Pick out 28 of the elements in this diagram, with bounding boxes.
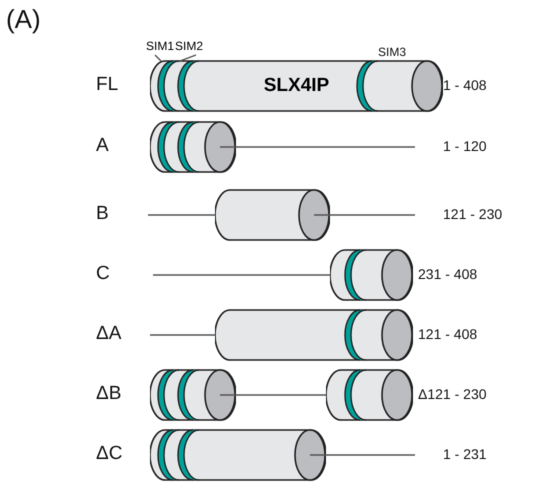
construct-name: B (96, 203, 109, 226)
residue-range: 231 - 408 (418, 266, 478, 283)
construct-name: ΔC (96, 443, 122, 466)
leader-line (154, 54, 162, 62)
construct-name: ΔB (96, 383, 122, 406)
residue-range: 121 - 408 (418, 326, 478, 343)
linker-line (310, 454, 415, 456)
residue-range: 1 - 120 (443, 138, 487, 155)
motif-label: SIM3 (378, 45, 406, 60)
residue-range: 1 - 231 (443, 446, 487, 463)
residue-range: 121 - 230 (443, 206, 502, 223)
panel-label: (A) (6, 4, 41, 36)
linker-line (314, 214, 415, 216)
motif-label: SIM2 (175, 39, 204, 54)
construct-name: A (96, 135, 109, 158)
linker-line (220, 146, 415, 148)
linker-line (150, 334, 215, 336)
residue-range: Δ121 - 230 (418, 386, 487, 403)
leader-line (180, 54, 196, 62)
construct-name: C (96, 263, 110, 286)
motif-label: SIM1 (146, 39, 174, 54)
construct-name: FL (96, 74, 118, 97)
construct-name: ΔA (96, 323, 122, 346)
linker-line (153, 274, 330, 276)
linker-line (220, 394, 326, 396)
linker-line (148, 214, 215, 216)
residue-range: 1 - 408 (443, 77, 487, 94)
protein-name: SLX4IP (262, 74, 330, 98)
